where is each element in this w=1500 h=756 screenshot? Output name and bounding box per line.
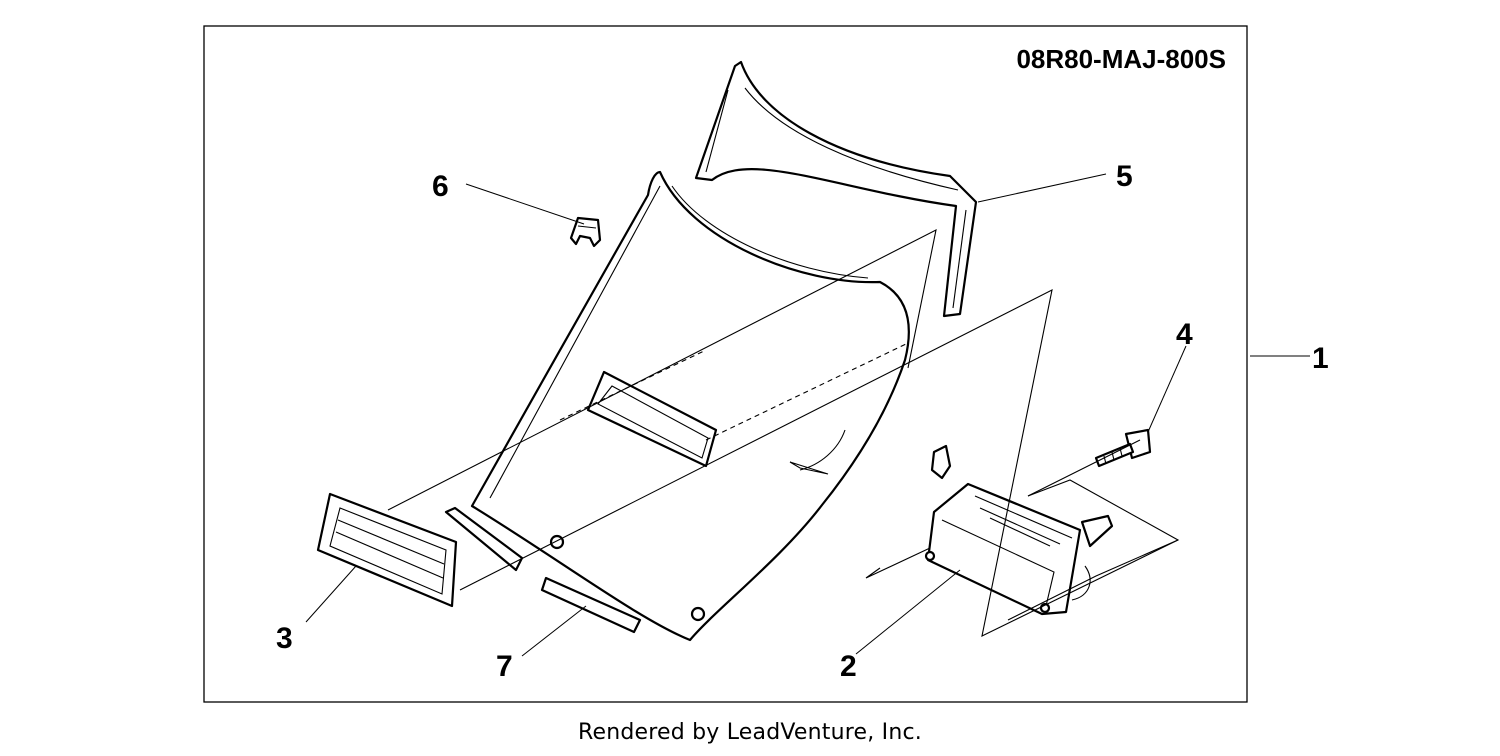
part-2-bracket[interactable]: [924, 482, 1114, 616]
callout-5: 5: [1116, 160, 1133, 193]
part-number-label: 08R80-MAJ-800S: [1016, 44, 1226, 74]
small-clip[interactable]: [930, 444, 952, 480]
windscreen-body[interactable]: [470, 170, 910, 642]
part-3-vent-grille[interactable]: [316, 492, 458, 608]
callout-7: 7: [496, 650, 513, 683]
callout-4: 4: [1176, 318, 1193, 351]
part-6-clip[interactable]: [569, 216, 602, 248]
part-7-foam-strips[interactable]: [444, 506, 642, 634]
callout-6: 6: [432, 170, 449, 203]
callout-3: 3: [276, 622, 293, 655]
part-4-bolt[interactable]: [1094, 428, 1152, 468]
part-5-seal-strip[interactable]: [694, 60, 978, 318]
footer-credit: Rendered by LeadVenture, Inc.: [578, 720, 922, 745]
callout-2: 2: [840, 650, 857, 683]
callout-1: 1: [1312, 342, 1329, 375]
leader-lines: [305, 173, 1310, 657]
assembly-guides: [387, 228, 1180, 637]
